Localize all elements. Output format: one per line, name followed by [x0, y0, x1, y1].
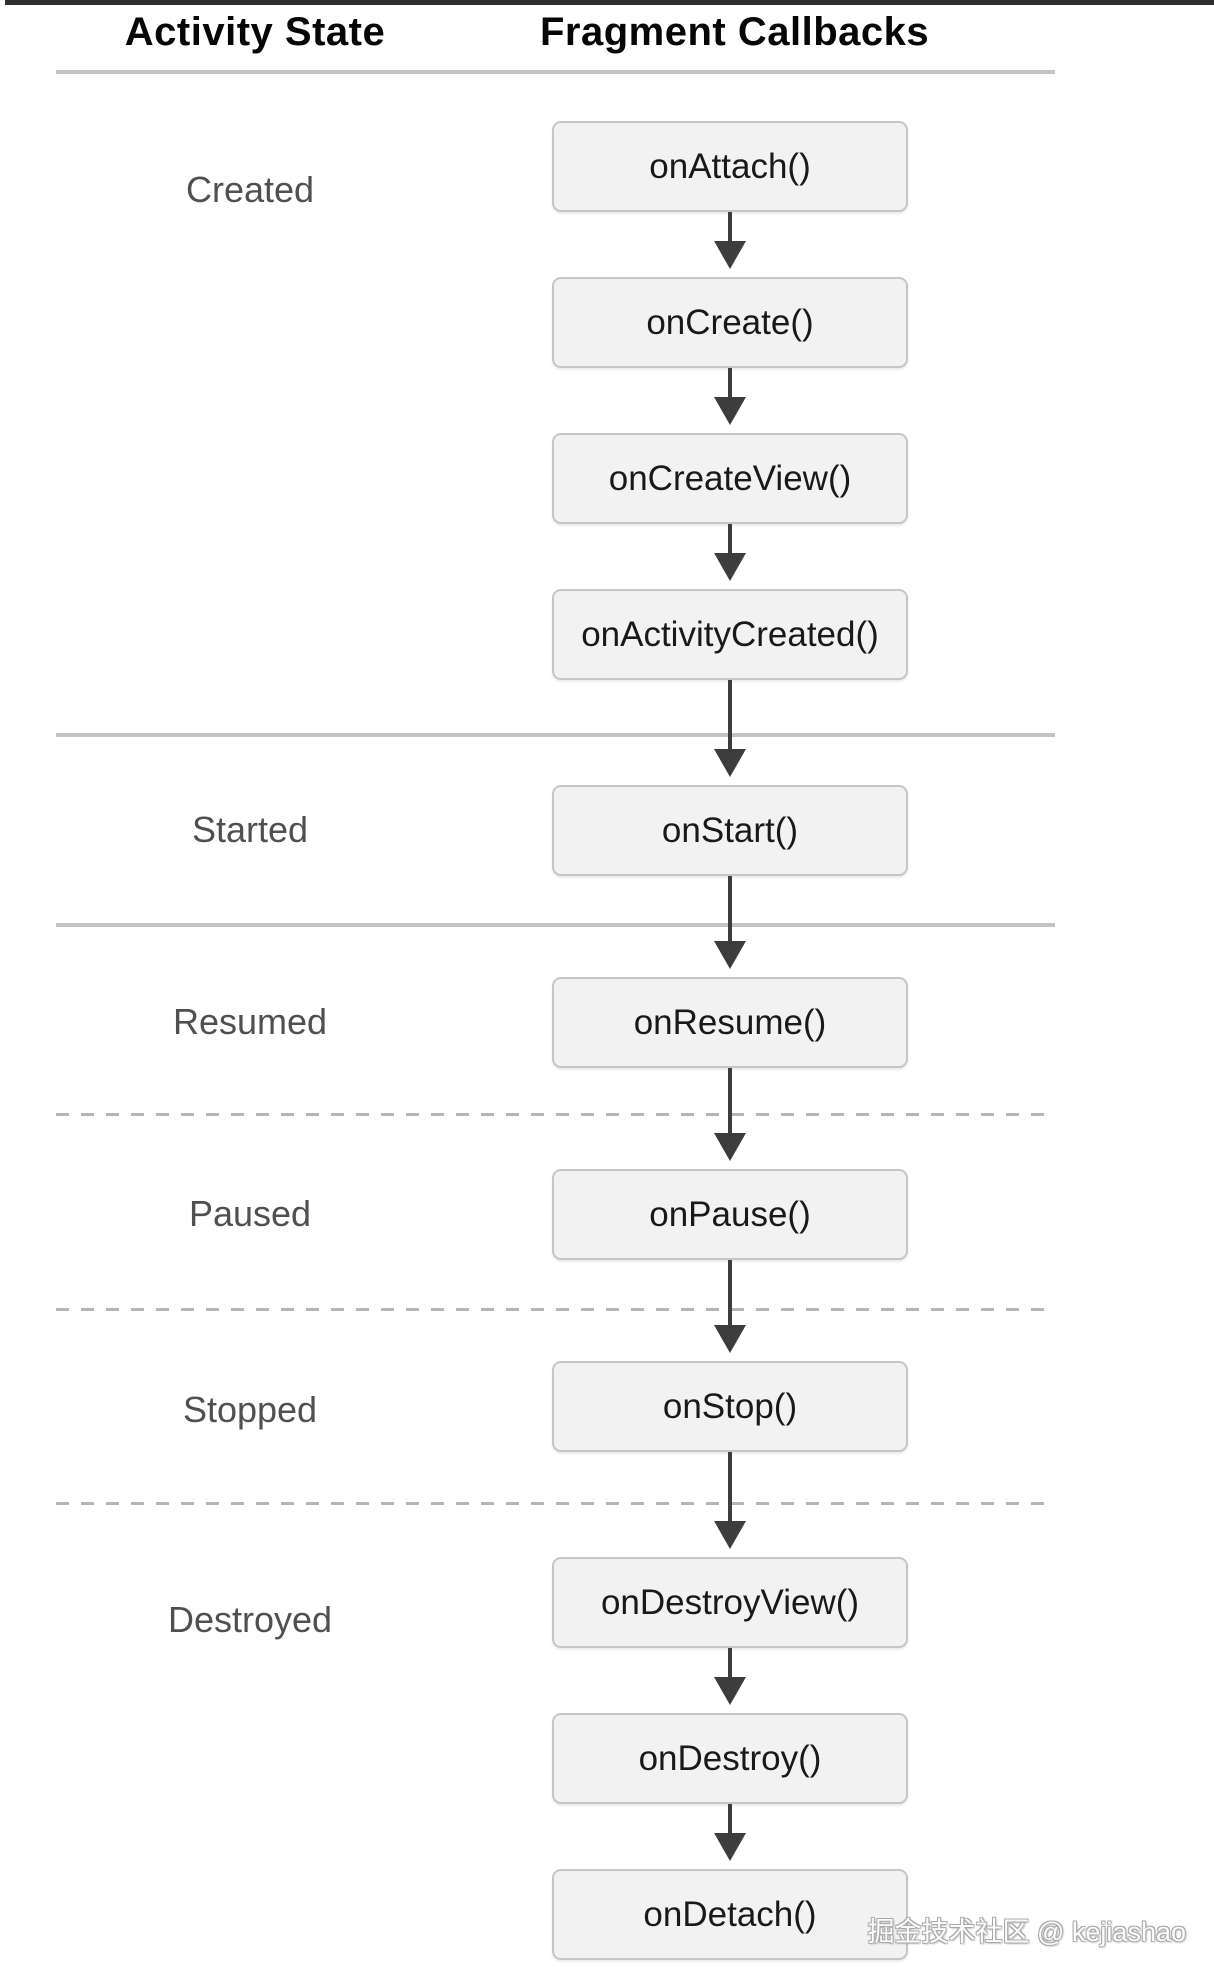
flow-arrow-line — [728, 368, 732, 397]
arrow-down-icon — [714, 749, 746, 777]
arrow-down-icon — [714, 1133, 746, 1161]
callback-box-onstart: onStart() — [552, 785, 908, 876]
state-label-paused: Paused — [188, 1193, 312, 1234]
column-header-activity-state: Activity State — [124, 10, 386, 54]
state-label-resumed: Resumed — [172, 1001, 328, 1042]
section-divider-dashed-line — [56, 1113, 1055, 1116]
flow-arrow-line — [728, 680, 732, 749]
section-divider-solid-line — [56, 733, 1055, 737]
arrow-down-icon — [714, 941, 746, 969]
callback-box-onpause: onPause() — [552, 1169, 908, 1260]
arrow-down-icon — [714, 241, 746, 269]
state-label-destroyed: Destroyed — [167, 1599, 333, 1640]
callback-box-onactivitycreated: onActivityCreated() — [552, 589, 908, 680]
callback-box-oncreateview: onCreateView() — [552, 433, 908, 524]
callback-box-ondetach: onDetach() — [552, 1869, 908, 1960]
flow-arrow-line — [728, 1068, 732, 1133]
state-label-created: Created — [185, 169, 315, 210]
flow-arrow-line — [728, 1452, 732, 1521]
callback-box-ondestroyview: onDestroyView() — [552, 1557, 908, 1648]
section-divider-dashed-line — [56, 1308, 1055, 1311]
arrow-down-icon — [714, 1325, 746, 1353]
callback-box-ondestroy: onDestroy() — [552, 1713, 908, 1804]
arrow-down-icon — [714, 1677, 746, 1705]
flow-arrow-line — [728, 524, 732, 553]
callback-box-oncreate: onCreate() — [552, 277, 908, 368]
flow-arrow-line — [728, 876, 732, 941]
section-divider-solid-line — [56, 70, 1055, 74]
top-border-bar — [5, 0, 1214, 5]
arrow-down-icon — [714, 1521, 746, 1549]
flow-arrow-line — [728, 212, 732, 241]
arrow-down-icon — [714, 1833, 746, 1861]
flow-arrow-line — [728, 1648, 732, 1677]
callback-box-onattach: onAttach() — [552, 121, 908, 212]
callback-box-onstop: onStop() — [552, 1361, 908, 1452]
section-divider-solid-line — [56, 923, 1055, 927]
arrow-down-icon — [714, 553, 746, 581]
section-divider-dashed-line — [56, 1502, 1055, 1505]
column-header-fragment-callbacks: Fragment Callbacks — [540, 10, 930, 54]
callback-box-onresume: onResume() — [552, 977, 908, 1068]
state-label-stopped: Stopped — [182, 1389, 318, 1430]
state-label-started: Started — [191, 809, 309, 850]
flow-arrow-line — [728, 1804, 732, 1833]
arrow-down-icon — [714, 397, 746, 425]
watermark-text: 掘金技术社区 @ kejiashao — [867, 1917, 1187, 1947]
flow-arrow-line — [728, 1260, 732, 1325]
